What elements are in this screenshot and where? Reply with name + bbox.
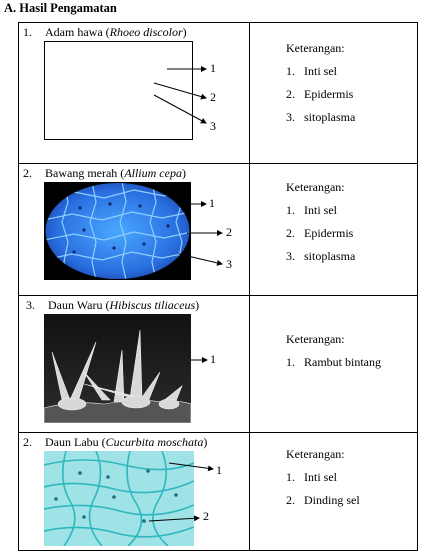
pointer-arrow-3 [178, 253, 223, 266]
specimen-image-placeholder [44, 41, 193, 140]
section-heading: A. Hasil Pengamatan [4, 1, 117, 15]
table-row: 2.Bawang merah (Allium cepa) [18, 163, 418, 296]
specimen-cell: 3.Daun Waru (Hibiscus tiliaceus) [18, 295, 250, 433]
pumpkin-leaf-micrograph [44, 451, 194, 546]
list-item: 3.sitoplasma [286, 249, 356, 263]
description-title: Keterangan: [286, 332, 345, 346]
pointer-arrow-2 [153, 82, 207, 100]
pointer-label-2: 2 [226, 225, 232, 239]
list-item: 2.Dinding sel [286, 493, 360, 507]
pointer-label-1: 1 [209, 196, 215, 210]
pointer-arrow-3 [153, 94, 207, 124]
specimen-cell: 2.Bawang merah (Allium cepa) [18, 163, 250, 296]
pointer-arrows [178, 201, 223, 266]
table-row: 3.Daun Waru (Hibiscus tiliaceus) [18, 295, 418, 433]
pointer-arrows [191, 357, 208, 363]
specimen-title: 2.Daun Labu (Cucurbita moschata) [23, 435, 208, 449]
list-item: 1.Inti sel [286, 470, 337, 484]
list-item: 2.Epidermis [286, 87, 354, 101]
pointer-arrows [148, 462, 214, 522]
description-cell: Keterangan: 1.Rambut bintang [249, 295, 418, 433]
description-cell: Keterangan: 1.Inti sel 2.Dinding sel [249, 432, 418, 551]
pointer-label-3: 3 [226, 257, 232, 271]
pointer-label-1: 1 [210, 61, 216, 75]
list-item: 1.Inti sel [286, 203, 337, 217]
specimen-title: 2.Bawang merah (Allium cepa) [23, 166, 186, 180]
description-list: 1.Inti sel 2.Epidermis 3.sitoplasma [286, 203, 355, 264]
description: Keterangan: 1.Rambut bintang [286, 332, 381, 378]
description: Keterangan: 1.Inti sel 2.Dinding sel [286, 447, 360, 516]
onion-cell-micrograph [44, 182, 191, 280]
pointer-arrow-1 [168, 462, 214, 472]
description-title: Keterangan: [286, 447, 345, 461]
observation-table: 1.Adam hawa (Rhoeo discolor) 1 2 3 Keter… [18, 22, 418, 551]
list-item: 3.sitoplasma [286, 110, 356, 124]
pointer-label-2: 2 [210, 90, 216, 104]
description-list: 1.Rambut bintang [286, 355, 381, 370]
pointer-label-1: 1 [210, 352, 216, 366]
description: Keterangan: 1.Inti sel 2.Epidermis 3.sit… [286, 180, 355, 272]
pointer-label-3: 3 [210, 119, 216, 133]
stellate-hair-micrograph [44, 314, 191, 423]
description: Keterangan: 1.Inti sel 2.Epidermis 3.sit… [286, 41, 355, 133]
specimen-cell: 2.Daun Labu (Cucurbita moschata) [18, 432, 250, 551]
description-list: 1.Inti sel 2.Epidermis 3.sitoplasma [286, 64, 355, 125]
specimen-cell: 1.Adam hawa (Rhoeo discolor) 1 2 3 [18, 22, 250, 164]
pointer-label-2: 2 [203, 509, 209, 523]
description-list: 1.Inti sel 2.Dinding sel [286, 470, 360, 508]
table-row: 1.Adam hawa (Rhoeo discolor) 1 2 3 Keter… [18, 22, 418, 164]
list-item: 1.Rambut bintang [286, 355, 381, 369]
list-item: 2.Epidermis [286, 226, 354, 240]
pointer-label-1: 1 [216, 463, 222, 477]
description-cell: Keterangan: 1.Inti sel 2.Epidermis 3.sit… [249, 163, 418, 296]
pointer-arrow-2 [148, 515, 200, 522]
description-cell: Keterangan: 1.Inti sel 2.Epidermis 3.sit… [249, 22, 418, 164]
table-row: 2.Daun Labu (Cucurbita moschata) [18, 432, 418, 551]
specimen-title: 1.Adam hawa (Rhoeo discolor) [23, 25, 187, 39]
description-title: Keterangan: [286, 41, 345, 55]
description-title: Keterangan: [286, 180, 345, 194]
specimen-title: 3.Daun Waru (Hibiscus tiliaceus) [26, 298, 200, 312]
list-item: 1.Inti sel [286, 64, 337, 78]
pointer-arrows [153, 66, 207, 124]
